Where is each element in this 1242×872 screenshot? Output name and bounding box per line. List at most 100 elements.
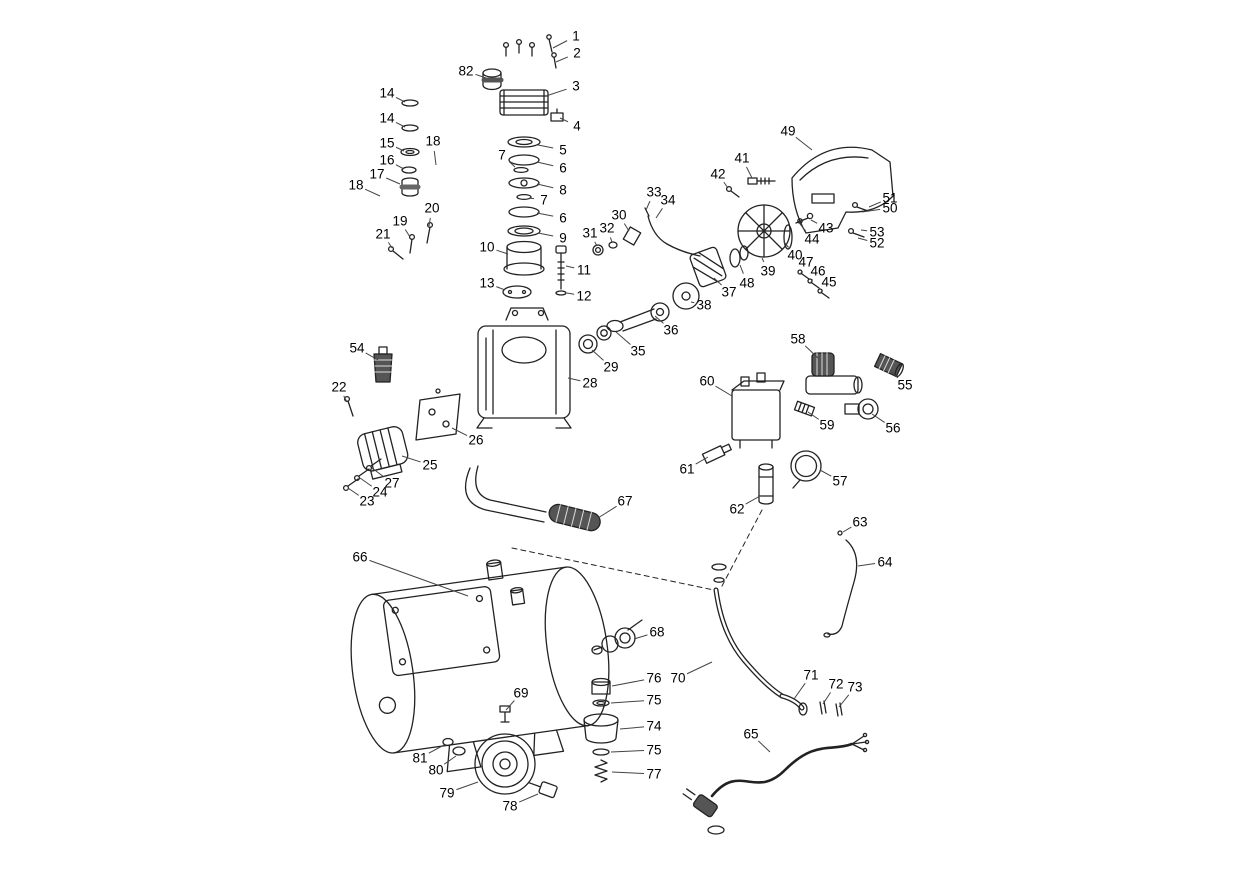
check-valve-assembly (583, 677, 619, 783)
part-number-label: 42 (710, 167, 725, 182)
leader-line (723, 181, 729, 189)
leader-line (395, 97, 406, 103)
part-number-label: 27 (384, 476, 399, 491)
leader-line (347, 487, 360, 496)
leader-line (610, 700, 645, 704)
leader-line (623, 223, 630, 232)
leader-line (395, 146, 405, 152)
leader-line (528, 197, 535, 200)
leader-line (365, 352, 379, 361)
leader-line (868, 201, 882, 208)
part-number-label: 60 (699, 374, 714, 389)
part-number-label: 6 (559, 161, 567, 176)
part-number-label: 15 (379, 136, 394, 151)
leader-line (594, 241, 598, 247)
leader-line (496, 249, 509, 255)
leader-line (793, 682, 806, 700)
leader-line (783, 241, 789, 248)
leader-line (369, 559, 469, 597)
power-cord (682, 732, 870, 835)
part-number-label: 48 (739, 276, 754, 291)
part-number-label: 43 (818, 221, 833, 236)
leader-line (505, 700, 515, 711)
part-number-label: 58 (790, 332, 805, 347)
leader-line (611, 679, 645, 687)
part-number-label: 49 (780, 124, 795, 139)
leader-line (633, 634, 648, 640)
leader-line (799, 223, 807, 232)
shroud-cover (725, 146, 894, 238)
leader-line (745, 495, 761, 505)
part-number-label: 57 (832, 474, 847, 489)
part-number-label: 12 (576, 289, 591, 304)
part-number-label: 65 (743, 727, 758, 742)
part-number-label: 75 (646, 693, 661, 708)
leader-line (857, 562, 876, 567)
part-number-label: 47 (798, 255, 813, 270)
part-number-label: 19 (392, 214, 407, 229)
leader-line (757, 740, 771, 753)
leader-line (428, 744, 445, 754)
leader-line (807, 411, 820, 420)
leader-line (552, 40, 568, 49)
leader-line (597, 505, 617, 519)
leader-line (404, 229, 411, 238)
leader-line (343, 395, 348, 403)
leader-line (615, 331, 631, 345)
leader-line (537, 232, 554, 237)
leader-line (395, 164, 405, 170)
part-number-label: 37 (721, 285, 736, 300)
part-number-label: 18 (425, 134, 440, 149)
part-number-label: 74 (646, 719, 662, 734)
part-number-label: 72 (828, 677, 843, 692)
part-number-label: 82 (458, 64, 473, 79)
cylinder-head-assembly (481, 34, 567, 299)
leader-line (451, 427, 468, 436)
leader-line (401, 455, 421, 463)
part-number-label: 7 (498, 148, 506, 163)
part-number-label: 33 (646, 185, 661, 200)
leader-line (810, 279, 814, 283)
handle (465, 465, 601, 532)
leader-line (654, 315, 664, 324)
leader-line (555, 56, 569, 63)
leader-line (566, 292, 575, 295)
leader-line (428, 217, 431, 227)
leader-line (715, 385, 733, 397)
leader-line (536, 183, 554, 189)
leader-line (857, 237, 868, 241)
leader-line (611, 771, 645, 775)
leader-line (567, 377, 581, 382)
part-number-label: 62 (729, 502, 744, 517)
outlet-pipe-assembly (591, 563, 843, 717)
part-number-label: 16 (379, 153, 394, 168)
part-number-label: 73 (847, 680, 862, 695)
part-number-label: 59 (819, 418, 834, 433)
part-number-label: 40 (787, 248, 802, 263)
pump-housing (476, 307, 572, 429)
part-number-label: 52 (869, 236, 884, 251)
leader-line (433, 150, 437, 166)
part-number-label: 56 (885, 421, 900, 436)
part-number-label: 22 (331, 380, 346, 395)
leader-line (645, 200, 651, 211)
part-number-label: 66 (352, 550, 367, 565)
wheel-assembly (442, 705, 558, 799)
air-filter-assembly (342, 346, 461, 492)
leader-line (387, 242, 393, 249)
leader-line (536, 161, 554, 167)
part-number-label: 63 (852, 515, 867, 530)
tank-assembly (350, 509, 763, 773)
part-number-label: 51 (882, 191, 897, 206)
part-number-label: 64 (877, 555, 893, 570)
leader-line (838, 694, 850, 708)
leader-line (456, 781, 479, 791)
part-number-label: 79 (439, 786, 454, 801)
part-number-label: 21 (375, 227, 390, 242)
leader-line (536, 212, 554, 217)
part-number-label: 2 (573, 46, 581, 61)
leader-line (509, 161, 516, 168)
part-number-label: 7 (540, 193, 548, 208)
leader-line (610, 749, 645, 753)
part-number-label: 78 (502, 799, 517, 814)
